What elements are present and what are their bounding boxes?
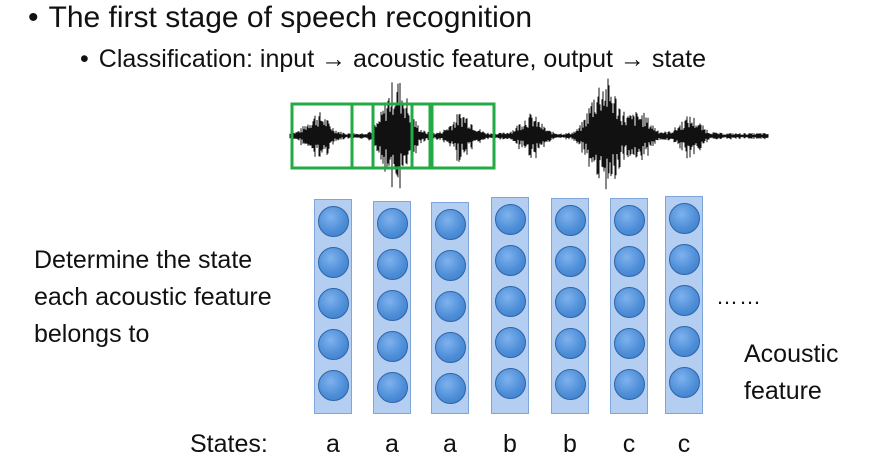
- bullet-marker: •: [28, 1, 39, 34]
- feature-node: [435, 250, 466, 281]
- acoustic-feature-label: Acoustic feature: [744, 336, 838, 410]
- acoustic-label-line-1: Acoustic: [744, 340, 839, 368]
- state-value: c: [622, 430, 636, 458]
- feature-node: [495, 204, 526, 235]
- feature-column: [551, 198, 589, 414]
- feature-node: [555, 369, 586, 400]
- feature-node: [669, 244, 700, 275]
- description-line-3: belongs to: [34, 320, 150, 348]
- feature-column: [491, 197, 529, 414]
- sub-bullet-marker: •: [80, 45, 89, 73]
- feature-node: [377, 331, 408, 362]
- description-line-1: Determine the state: [34, 246, 253, 274]
- feature-node: [377, 249, 408, 280]
- feature-column: [431, 202, 469, 414]
- window-box-5: [430, 102, 496, 170]
- feature-node: [377, 208, 408, 239]
- feature-node: [614, 369, 645, 400]
- feature-node: [614, 328, 645, 359]
- feature-node: [669, 203, 700, 234]
- feature-node: [435, 373, 466, 404]
- window-box-3: [371, 102, 432, 170]
- sub-bullet-text: Classification: input → acoustic feature…: [98, 45, 707, 73]
- main-bullet: • The first stage of speech recognition: [28, 0, 532, 36]
- feature-node: [435, 209, 466, 240]
- speech-waveform: [289, 78, 769, 190]
- feature-node: [495, 245, 526, 276]
- feature-node: [669, 367, 700, 398]
- feature-node: [555, 287, 586, 318]
- feature-node: [495, 368, 526, 399]
- state-description: Determine the state each acoustic featur…: [34, 242, 272, 353]
- feature-node: [318, 329, 349, 360]
- feature-column: [665, 196, 703, 414]
- feature-column: [610, 198, 648, 414]
- feature-node: [495, 286, 526, 317]
- feature-node: [318, 370, 349, 401]
- state-value: b: [563, 430, 577, 458]
- state-value: b: [503, 430, 517, 458]
- feature-node: [435, 332, 466, 363]
- feature-column: [373, 201, 411, 414]
- feature-node: [614, 287, 645, 318]
- description-line-2: each acoustic feature: [34, 283, 272, 311]
- feature-node: [377, 372, 408, 403]
- state-value: a: [326, 430, 340, 458]
- feature-node: [377, 290, 408, 321]
- feature-node: [669, 285, 700, 316]
- feature-node: [614, 246, 645, 277]
- sub-bullet: • Classification: input → acoustic featur…: [80, 43, 706, 75]
- feature-node: [555, 328, 586, 359]
- acoustic-label-line-2: feature: [744, 377, 822, 405]
- feature-node: [495, 327, 526, 358]
- feature-column: [314, 199, 352, 414]
- feature-node: [555, 246, 586, 277]
- feature-node: [435, 291, 466, 322]
- states-label: States:: [190, 430, 268, 458]
- state-value: c: [677, 430, 691, 458]
- feature-node: [614, 205, 645, 236]
- feature-node: [318, 247, 349, 278]
- feature-node: [318, 288, 349, 319]
- state-value: a: [385, 430, 399, 458]
- state-value: a: [443, 430, 457, 458]
- feature-window-boxes: [290, 102, 496, 170]
- continuation-ellipsis: ……: [716, 284, 762, 309]
- feature-node: [555, 205, 586, 236]
- feature-node: [318, 206, 349, 237]
- feature-node: [669, 326, 700, 357]
- main-bullet-text: The first stage of speech recognition: [48, 1, 533, 34]
